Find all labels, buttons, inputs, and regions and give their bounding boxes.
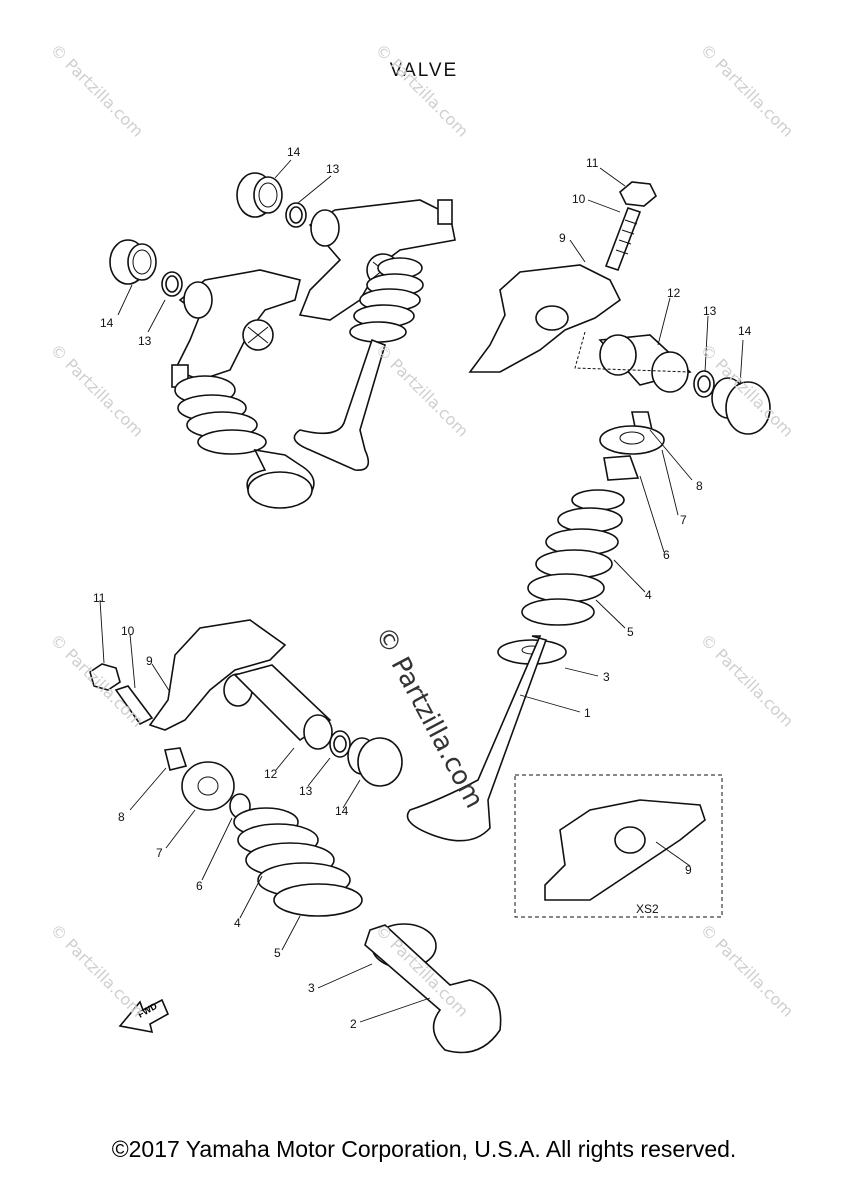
callout-5: 5 [274, 946, 281, 960]
callout-13: 13 [299, 784, 313, 798]
shaft-12-right [598, 334, 692, 393]
callout-7: 7 [680, 513, 687, 527]
cotter-8-bottom [164, 747, 188, 771]
callout-6: 6 [663, 548, 670, 562]
callout-3: 3 [603, 670, 610, 684]
callout-6: 6 [196, 879, 203, 893]
spring-4-5-bottom [233, 807, 363, 917]
nut-11-right [619, 181, 657, 207]
callout-8: 8 [696, 479, 703, 493]
callout-14: 14 [335, 804, 349, 818]
callout-10: 10 [121, 624, 135, 638]
top-right-assembly [406, 181, 771, 842]
shaft-12-bottom [233, 664, 333, 750]
nut-11-bottom [89, 663, 121, 691]
callout-12: 12 [264, 767, 278, 781]
callout-14: 14 [738, 324, 752, 338]
callout-4: 4 [234, 916, 241, 930]
inset-label: XS2 [636, 902, 659, 916]
rocker-arm-right [468, 264, 622, 373]
callout-1: 1 [584, 706, 591, 720]
cap-14-right [711, 377, 771, 435]
callout-2: 2 [350, 1017, 357, 1031]
callout-9: 9 [146, 654, 153, 668]
callout-13: 13 [138, 334, 152, 348]
callout-4: 4 [645, 588, 652, 602]
spring-lower [171, 364, 267, 455]
valve-2-bottom [364, 924, 502, 1054]
callout-14: 14 [287, 145, 301, 159]
callout-7: 7 [156, 846, 163, 860]
top-left-assembly [109, 172, 456, 509]
callout-10: 10 [572, 192, 586, 206]
spring-4-5-right [521, 489, 625, 626]
copyright-footer: ©2017 Yamaha Motor Corporation, U.S.A. A… [111, 1136, 737, 1162]
callout-14: 14 [100, 316, 114, 330]
callout-9: 9 [685, 863, 692, 877]
spring-upper [349, 257, 424, 343]
bottom-assembly [89, 619, 502, 1054]
retainer-7-bottom [181, 761, 235, 811]
adjuster-10-bottom [114, 685, 154, 726]
adjuster-10-right [604, 206, 642, 272]
callout-12: 12 [667, 286, 681, 300]
fwd-arrow-icon [118, 998, 170, 1034]
valve-exploded-diagram: FWD [89, 159, 771, 1054]
valve-upper [293, 338, 386, 471]
callout-9: 9 [559, 231, 566, 245]
cap-14-lower [109, 239, 157, 285]
callout-13: 13 [703, 304, 717, 318]
cap-14-upper [236, 172, 283, 218]
callout-5: 5 [627, 625, 634, 639]
seat-6-right [603, 455, 640, 481]
valve-1-right [406, 635, 548, 842]
oring-13-lower [161, 271, 183, 297]
rocker-arm-lower [173, 269, 301, 381]
inset-xs2 [514, 774, 723, 918]
cap-14-bottom [347, 737, 403, 787]
oring-13-bottom [329, 730, 351, 758]
oring-13-upper [285, 202, 307, 228]
callout-3: 3 [308, 981, 315, 995]
leader-lines [99, 159, 744, 1023]
callout-11: 11 [93, 591, 106, 605]
callout-13: 13 [326, 162, 340, 176]
diagram-title: VALVE [389, 60, 459, 81]
callout-11: 11 [586, 156, 599, 170]
retainer-7-right [599, 425, 665, 455]
valve-lower-left [246, 448, 315, 509]
oring-13-right [693, 370, 715, 398]
callout-8: 8 [118, 810, 125, 824]
